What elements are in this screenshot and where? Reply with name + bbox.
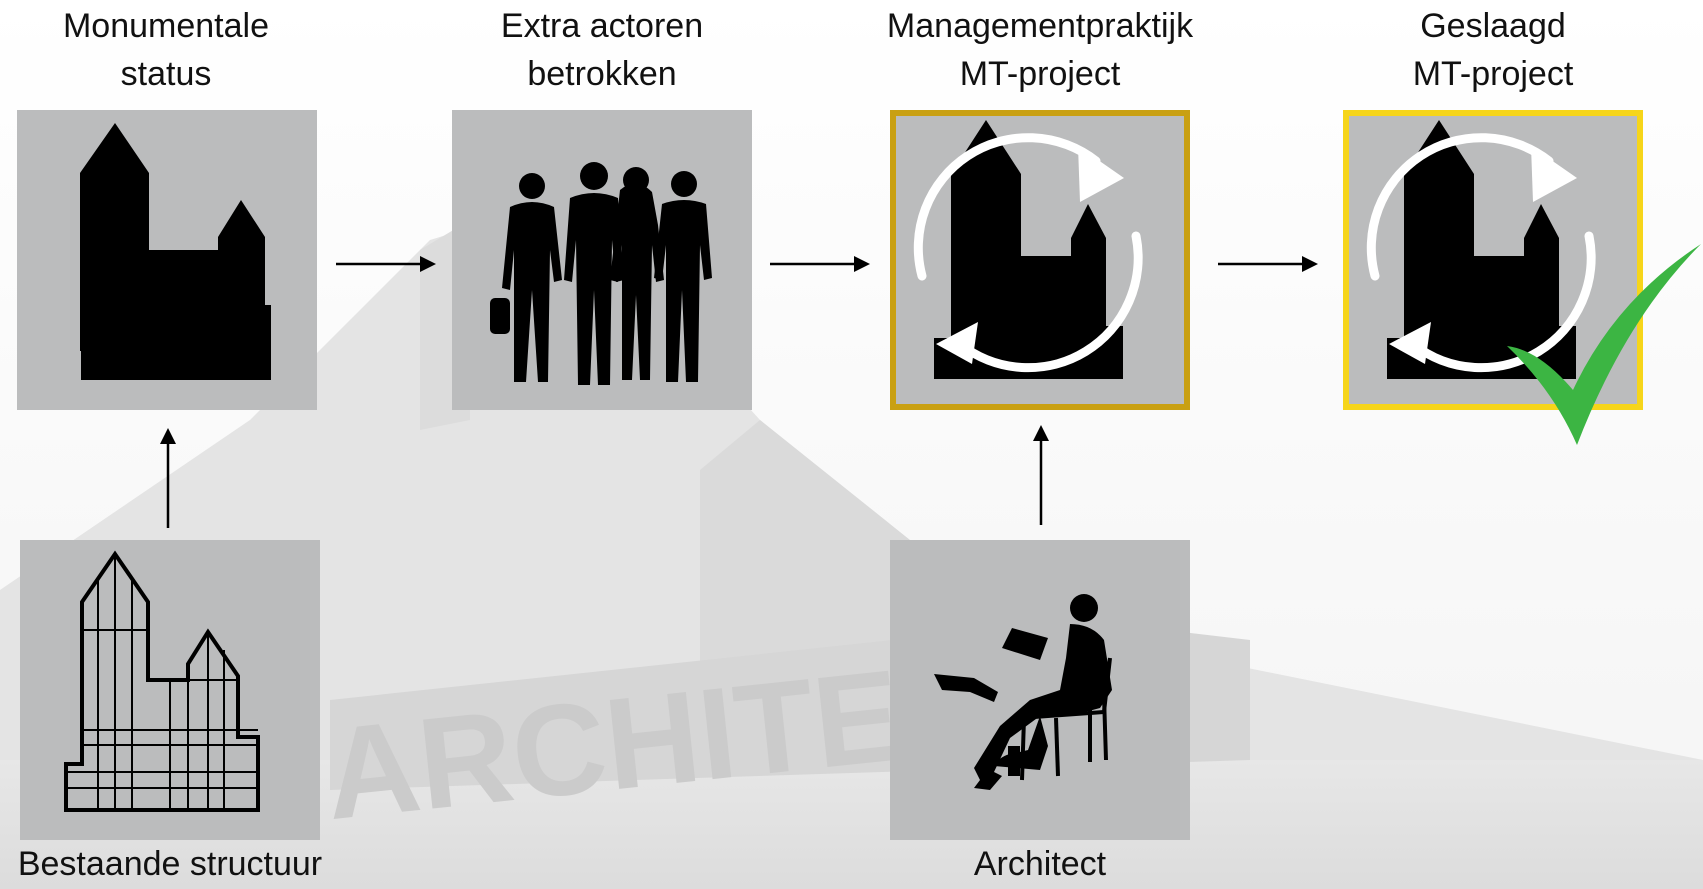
tile-monumental-status <box>17 110 317 410</box>
tile-management-practice <box>890 110 1190 410</box>
label-extra-actors: Extra actoren betrokken <box>500 7 704 93</box>
tile-extra-actors <box>452 110 752 410</box>
checkmark-icon <box>1507 244 1701 445</box>
arrow-monumental-to-actors <box>336 256 436 272</box>
tile-existing-structure <box>20 540 320 840</box>
arrow-structure-to-monumental <box>160 428 176 528</box>
church-icon <box>80 123 271 380</box>
church-grid-icon <box>64 550 260 812</box>
seated-person-icon <box>934 594 1112 790</box>
label-architect: Architect <box>973 845 1107 883</box>
label-management-practice: Managementpraktijk MT-project <box>886 7 1194 93</box>
people-icon <box>490 162 712 385</box>
church-cycle-icon <box>1366 120 1596 379</box>
label-successful-project: Geslaagd MT-project <box>1412 7 1574 93</box>
church-cycle-icon <box>913 120 1143 379</box>
arrow-architect-to-practice <box>1033 425 1049 525</box>
arrow-practice-to-success <box>1218 256 1318 272</box>
label-monumental-status: Monumentale status <box>62 7 269 93</box>
label-existing-structure: Bestaande structuur <box>17 845 323 883</box>
tile-architect <box>890 540 1190 840</box>
arrow-actors-to-practice <box>770 256 870 272</box>
